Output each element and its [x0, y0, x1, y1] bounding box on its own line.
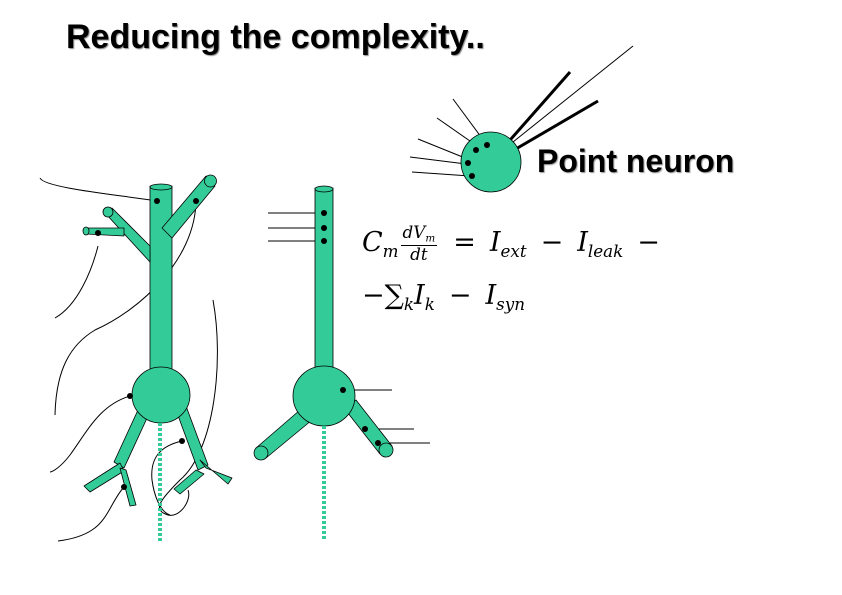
- eq-equals: =: [453, 227, 476, 259]
- slide-title: Reducing the complexity..: [66, 18, 485, 56]
- eq2-I-syn: I: [485, 280, 497, 311]
- equation-line-2: −∑kIk−Isyn: [362, 280, 525, 314]
- eq-I-leak-sub: leak: [587, 240, 624, 261]
- eq2-minus-0: −: [362, 280, 385, 311]
- eq-minus-2: −: [637, 227, 660, 259]
- eq2-I-k-sub: k: [424, 293, 435, 314]
- eq-dt: dt: [410, 243, 428, 264]
- eq-I-ext: I: [489, 227, 501, 259]
- eq-C-sub: m: [382, 240, 399, 261]
- eq2-I-syn-sub: syn: [496, 293, 525, 314]
- eq2-sum-sub: k: [403, 293, 415, 314]
- point-neuron-label: Point neuron: [537, 143, 735, 179]
- synapses-middle: [321, 210, 381, 446]
- eq-C: C: [362, 227, 383, 259]
- eq-I-ext-sub: ext: [500, 240, 527, 261]
- detailed-neuron: [39, 174, 233, 542]
- input-fibers-left: [39, 177, 218, 542]
- synapses-point: [465, 142, 490, 179]
- eq2-sum: ∑: [384, 280, 404, 311]
- point-neuron: [409, 45, 634, 193]
- eq2-I-k: I: [414, 280, 425, 311]
- eq-dV-sub: m: [425, 232, 436, 245]
- synapses-left: [95, 198, 199, 490]
- eq-dV: dV: [402, 222, 426, 242]
- dendrite-tree: [82, 174, 233, 507]
- reduced-neuron: [253, 185, 430, 541]
- eq-I-leak: I: [577, 227, 588, 259]
- eq2-minus-1: −: [448, 280, 472, 311]
- eq-minus-1: −: [540, 227, 564, 259]
